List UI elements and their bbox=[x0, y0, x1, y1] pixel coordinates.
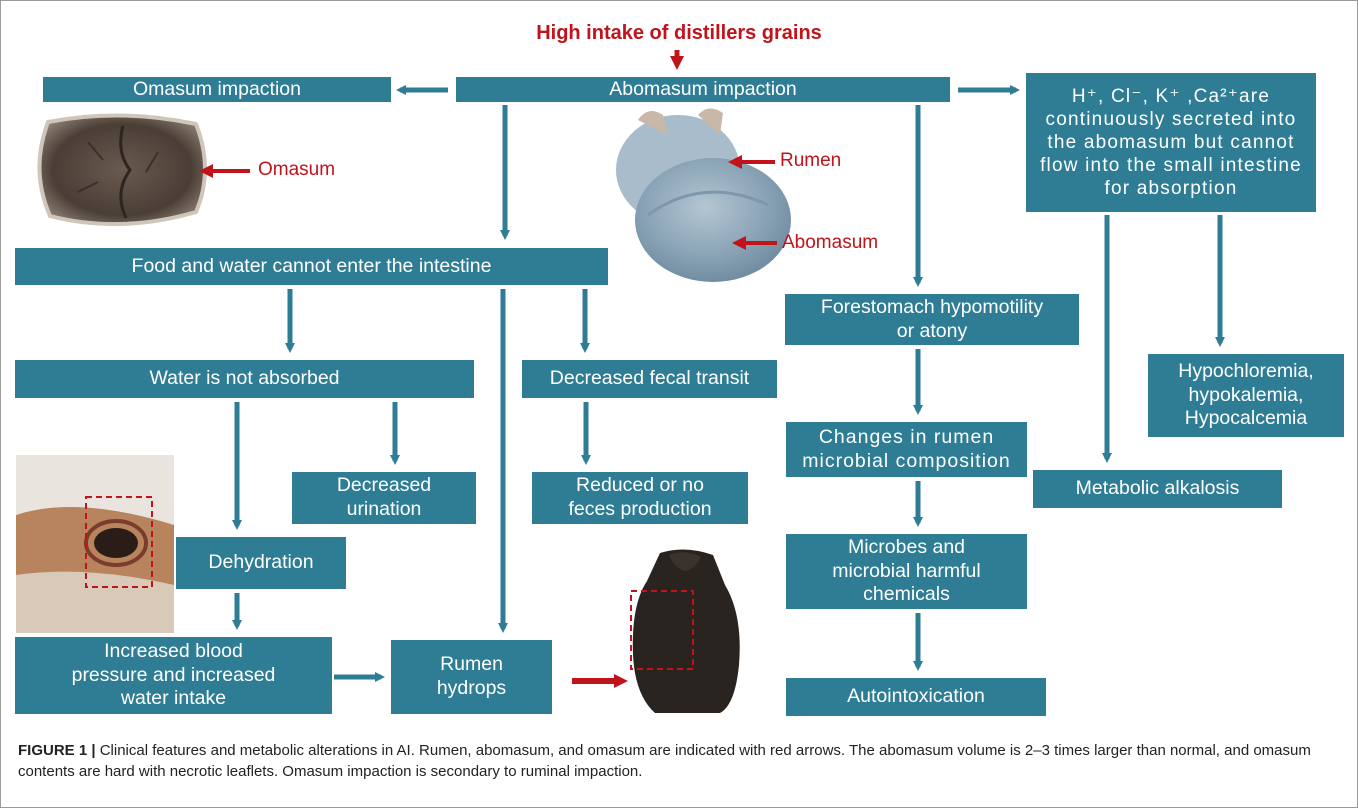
rumen-label: Rumen bbox=[780, 150, 842, 171]
box-dehydration: Dehydration bbox=[176, 537, 346, 589]
box-hypochloremia: Hypochloremia, hypokalemia, Hypocalcemia bbox=[1148, 354, 1344, 437]
box-microbes: Microbes and microbial harmful chemicals bbox=[786, 534, 1027, 609]
omasum-label: Omasum bbox=[258, 159, 336, 180]
box-autointoxication: Autointoxication bbox=[786, 678, 1046, 716]
diagram-title: High intake of distillers grains bbox=[536, 22, 822, 44]
box-rumen-hydrops: Rumen hydrops bbox=[391, 640, 552, 714]
eye-photo bbox=[16, 455, 174, 633]
caption-text: Clinical features and metabolic alterati… bbox=[18, 742, 1311, 781]
figure-caption: FIGURE 1 | Clinical features and metabol… bbox=[18, 740, 1343, 783]
box-forestomach: Forestomach hypomotility or atony bbox=[785, 294, 1079, 345]
box-food-water: Food and water cannot enter the intestin… bbox=[15, 248, 608, 285]
caption-label: FIGURE 1 | bbox=[18, 742, 96, 759]
box-blood-pressure: Increased blood pressure and increased w… bbox=[15, 637, 332, 714]
box-water-not-absorbed: Water is not absorbed bbox=[15, 360, 474, 398]
omasum-photo bbox=[37, 113, 207, 227]
cow-photo bbox=[630, 549, 740, 713]
box-decreased-urination: Decreased urination bbox=[292, 472, 476, 524]
box-ion-secretion: H⁺, Cl⁻, K⁺ ,Ca²⁺are continuously secret… bbox=[1026, 73, 1316, 212]
box-abomasum-impaction: Abomasum impaction bbox=[456, 77, 950, 102]
box-omasum-impaction: Omasum impaction bbox=[43, 77, 391, 102]
abomasum-label: Abomasum bbox=[782, 232, 879, 253]
box-rumen-microbial: Changes in rumen microbial composition bbox=[786, 422, 1027, 477]
box-metabolic-alkalosis: Metabolic alkalosis bbox=[1033, 470, 1282, 508]
rumen-abomasum-photo bbox=[616, 108, 791, 282]
box-decreased-fecal-transit: Decreased fecal transit bbox=[522, 360, 777, 398]
box-reduced-feces: Reduced or no feces production bbox=[532, 472, 748, 524]
